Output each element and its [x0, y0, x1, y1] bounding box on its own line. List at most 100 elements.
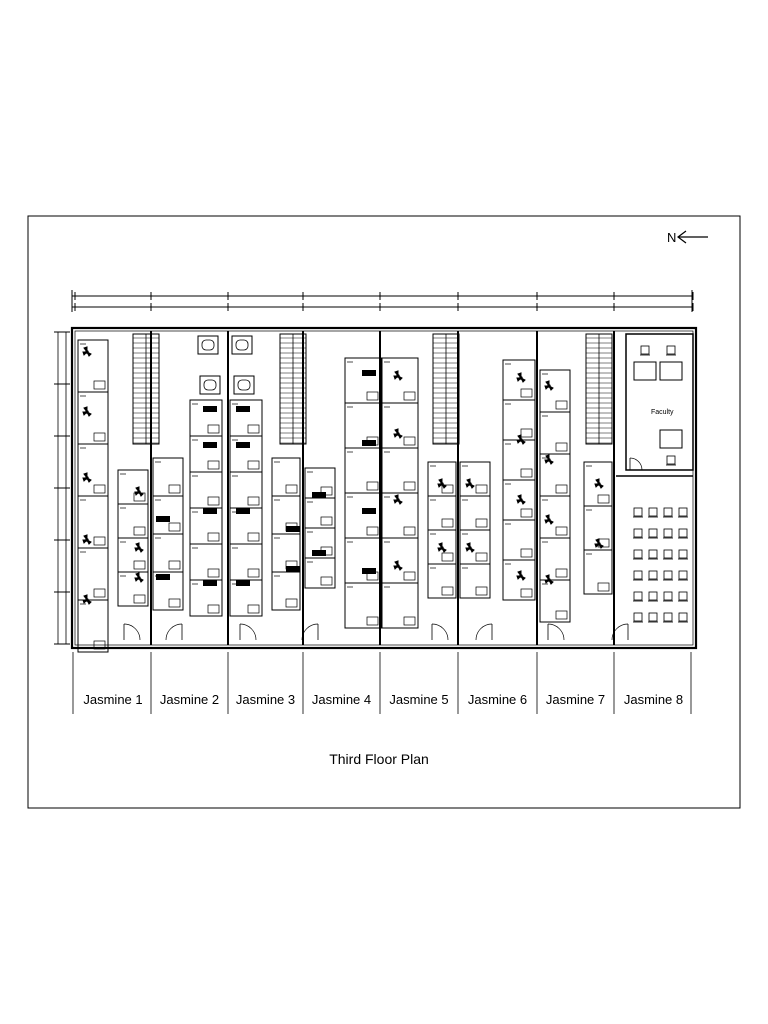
bedroom-cell [344, 492, 382, 539]
bedroom-cell [427, 495, 457, 531]
chair-symbol [648, 570, 658, 581]
bedroom-cell [77, 599, 109, 653]
bedroom-cell [539, 495, 571, 539]
ceiling-fan-symbol [393, 560, 403, 571]
bedroom-cell [229, 399, 263, 437]
north-arrow-label: N [667, 230, 676, 245]
bedroom-cell [117, 469, 149, 505]
chair-symbol [678, 591, 688, 602]
chair-symbol [678, 507, 688, 518]
bedroom-cell [459, 529, 491, 565]
bathroom-fixture [233, 375, 255, 395]
door-swing [165, 623, 183, 641]
bedroom-cell [344, 537, 382, 584]
ceiling-fan-symbol [393, 494, 403, 505]
bedroom-cell [381, 537, 419, 584]
bedroom-cell [117, 503, 149, 539]
ceiling-fan-symbol [393, 428, 403, 439]
ceiling-fan-symbol [544, 514, 554, 525]
chair-symbol [678, 612, 688, 623]
bedroom-cell [502, 439, 536, 481]
door-swing [629, 457, 643, 471]
chair-symbol [666, 455, 676, 466]
sheet-border [27, 215, 741, 809]
bedroom-cell [77, 547, 109, 601]
floor-plan [77, 331, 694, 653]
bedroom-cell [229, 435, 263, 473]
bedroom-cell [77, 391, 109, 445]
chair-symbol [663, 591, 673, 602]
bathroom-fixture [199, 375, 221, 395]
stair-block [132, 333, 160, 445]
chair-symbol [648, 549, 658, 560]
chair-symbol [663, 549, 673, 560]
bedroom-cell [189, 471, 223, 509]
chair-symbol [678, 528, 688, 539]
faculty-office [625, 333, 694, 471]
unit-label-jasmine-1: Jasmine 1 [83, 692, 142, 707]
ceiling-fan-symbol [544, 380, 554, 391]
ceiling-fan-symbol [516, 434, 526, 445]
ceiling-fan-symbol [134, 542, 144, 553]
ceiling-fan-symbol [82, 594, 92, 605]
bedroom-cell [229, 471, 263, 509]
drawing-title: Third Floor Plan [329, 751, 429, 767]
door-swing [123, 623, 141, 641]
bedroom-cell [583, 549, 613, 595]
ceiling-fan-symbol [82, 472, 92, 483]
bedroom-cell [189, 435, 223, 473]
bedroom-cell [539, 579, 571, 623]
bedroom-cell [152, 495, 184, 535]
unit-label-jasmine-7: Jasmine 7 [546, 692, 605, 707]
ceiling-fan-symbol [516, 372, 526, 383]
bedroom-cell [381, 492, 419, 539]
ceiling-fan-symbol [82, 406, 92, 417]
unit-label-jasmine-4: Jasmine 4 [312, 692, 371, 707]
stair-block [585, 333, 613, 445]
bedroom-cell [271, 571, 301, 611]
stair-block [279, 333, 307, 445]
bedroom-cell [539, 537, 571, 581]
bedroom-cell [304, 557, 336, 589]
door-swing [547, 623, 565, 641]
chair-symbol [648, 507, 658, 518]
door-swing [239, 623, 257, 641]
north-arrow: N [667, 230, 708, 245]
ceiling-fan-symbol [134, 572, 144, 583]
bedroom-cell [459, 495, 491, 531]
chair-symbol [633, 612, 643, 623]
bedroom-cell [117, 571, 149, 607]
bedroom-cell [344, 357, 382, 404]
bedroom-cell [502, 399, 536, 441]
left-dimension-lines [54, 331, 70, 645]
ceiling-fan-symbol [134, 486, 144, 497]
chair-symbol [678, 570, 688, 581]
bedroom-cell [304, 497, 336, 529]
bedroom-cell [344, 582, 382, 629]
bedroom-cell [459, 461, 491, 497]
bedroom-cell [381, 402, 419, 449]
chair-symbol [663, 507, 673, 518]
building-outline [70, 326, 698, 650]
door-swing [301, 623, 319, 641]
chair-symbol [648, 591, 658, 602]
chair-symbol [648, 528, 658, 539]
unit-label-jasmine-5: Jasmine 5 [389, 692, 448, 707]
chair-symbol [633, 591, 643, 602]
bedroom-cell [229, 543, 263, 581]
chair-symbol [678, 549, 688, 560]
ceiling-fan-symbol [82, 534, 92, 545]
door-swing [611, 623, 629, 641]
ceiling-fan-symbol [594, 538, 604, 549]
chair-symbol [663, 612, 673, 623]
bedroom-cell [189, 399, 223, 437]
unit-label-jasmine-8: Jasmine 8 [624, 692, 683, 707]
bedroom-cell [502, 519, 536, 561]
chair-symbol [633, 507, 643, 518]
unit-label-jasmine-3: Jasmine 3 [236, 692, 295, 707]
chair-symbol [640, 345, 650, 356]
ceiling-fan-symbol [594, 478, 604, 489]
bedroom-cell [381, 447, 419, 494]
